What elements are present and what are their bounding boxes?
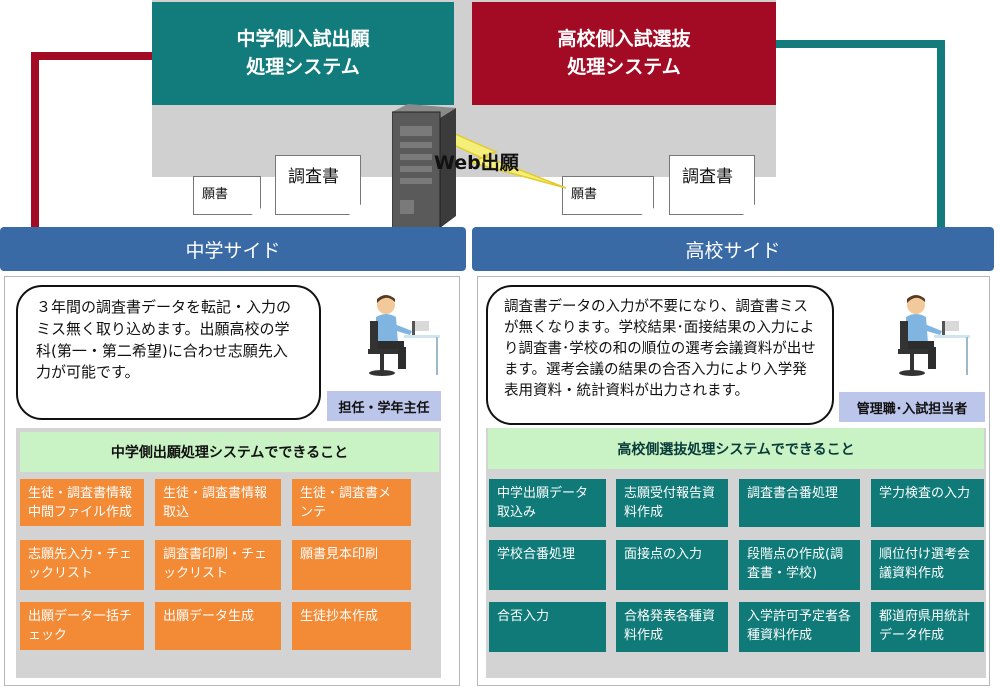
jh-task: 調査書印刷・チェックリスト (155, 540, 281, 590)
jh-task: 志願先入力・チェックリスト (20, 540, 144, 590)
hs-task: 都道府県用統計データ作成 (871, 602, 984, 652)
hs-task: 入学許可予定者各種資料作成 (739, 602, 860, 652)
jh-task: 生徒抄本作成 (292, 602, 411, 650)
right-connector-vertical (937, 40, 945, 230)
jh-application-doc: 願書 (193, 176, 261, 215)
hs-task: 順位付け選考会議資料作成 (871, 540, 984, 590)
jh-task: 生徒・調査書情報中間ファイル作成 (20, 479, 144, 526)
junior-high-features-title: 中学側出願処理システムでできること (20, 432, 439, 472)
left-connector-horizontal (31, 52, 155, 60)
jh-task: 出願データ生成 (155, 602, 281, 650)
high-school-description: 調査書データの入力が不要になり、調査書ミスが無くなります。学校結果･面接結果の入… (486, 285, 834, 425)
jh-application-label: 願書 (202, 187, 229, 202)
junior-high-description: ３年間の調査書データを転記・入力のミス無く取り込めます。出願高校の学科(第一・第… (16, 285, 321, 420)
junior-high-role-badge: 担任・学年主任 (327, 391, 441, 421)
junior-high-system-line1: 中学側入試出願 (236, 27, 370, 50)
jh-task: 生徒・調査書情報取込 (155, 479, 281, 526)
server-icon (392, 104, 456, 229)
hs-application-doc: 願書 (562, 176, 654, 215)
hs-report-label: 調査書 (682, 167, 733, 187)
hs-task: 学力検査の入力 (871, 479, 984, 527)
jh-task: 願書見本印刷 (292, 540, 411, 590)
jh-task: 生徒・調査書メンテ (292, 479, 411, 526)
high-school-system-box: 高校側入試選抜 処理システム (472, 2, 776, 105)
high-school-side-header: 高校サイド (472, 227, 994, 271)
hs-task: 段階点の作成(調査書・学校) (739, 540, 860, 590)
junior-high-system-box: 中学側入試出願 処理システム (152, 2, 454, 105)
administrator-person-icon (898, 295, 970, 376)
hs-application-label: 願書 (571, 187, 598, 202)
jh-report-label: 調査書 (288, 167, 339, 187)
teacher-person-icon (368, 295, 440, 376)
junior-high-system-line2: 処理システム (246, 55, 360, 78)
hs-report-doc: 調査書 (669, 155, 755, 215)
web-application-label: Web出願 (434, 152, 519, 174)
high-school-system-line1: 高校側入試選抜 (557, 27, 691, 50)
high-school-features-title: 高校側選抜処理システムでできること (488, 428, 984, 469)
hs-task: 面接点の入力 (616, 540, 728, 590)
hs-task: 中学出願データ取込み (489, 479, 606, 527)
high-school-system-line2: 処理システム (567, 55, 681, 78)
hs-task: 合格発表各種資料作成 (616, 602, 728, 652)
jh-task: 出願データ一括チェック (20, 602, 144, 650)
hs-task: 合否入力 (489, 602, 606, 652)
junior-high-side-header: 中学サイド (0, 227, 466, 271)
left-connector-vertical (31, 52, 39, 230)
right-connector-horizontal (774, 40, 945, 48)
hs-task: 調査書合番処理 (739, 479, 860, 527)
high-school-role-badge: 管理職･入試担当者 (839, 392, 985, 422)
hs-task: 学校合番処理 (489, 540, 606, 590)
hs-task: 志願受付報告資料作成 (616, 479, 728, 527)
jh-report-doc: 調査書 (275, 155, 361, 215)
